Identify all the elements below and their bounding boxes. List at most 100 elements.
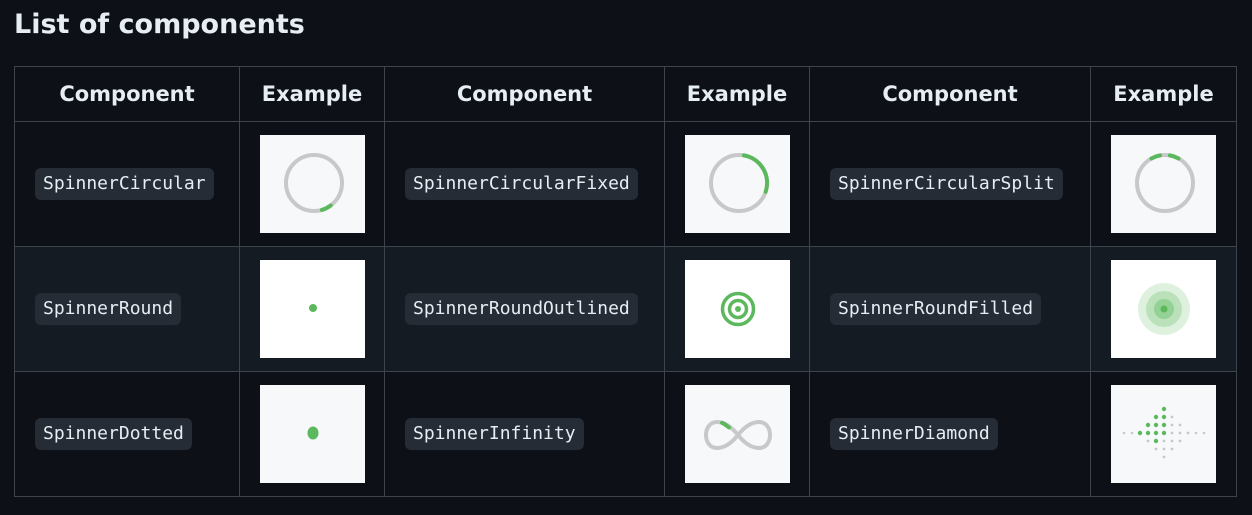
spinner-dot — [1146, 439, 1150, 443]
spinner-dot-active — [1145, 430, 1151, 436]
spinner-dot — [1178, 439, 1182, 443]
example-cell — [664, 246, 810, 372]
example-cell — [1090, 121, 1237, 247]
spinner-dot — [1162, 439, 1166, 443]
spinner-dotted-icon — [307, 426, 318, 440]
spinner-dot-active — [1153, 422, 1159, 428]
spinner-dot — [1194, 431, 1198, 435]
component-name-spinner-round-outlined: SpinnerRoundOutlined — [405, 293, 638, 325]
column-header-example: Example — [1090, 66, 1237, 122]
spinner-dot — [1122, 431, 1126, 435]
example-cell — [239, 371, 385, 497]
example-cell — [239, 121, 385, 247]
spinner-dot — [1160, 305, 1168, 313]
component-name-cell: SpinnerRoundOutlined — [384, 246, 665, 372]
table-row: SpinnerDotted SpinnerInfinity — [14, 371, 1237, 497]
spinner-circular-fixed-example — [684, 135, 790, 233]
spinner-dot-active — [1161, 414, 1167, 420]
spinner-track — [1135, 153, 1195, 213]
spinner-infinity-icon — [703, 419, 772, 451]
spinner-ring-inner — [727, 298, 748, 320]
spinner-arc — [719, 420, 731, 430]
spinner-dot — [734, 306, 741, 312]
spinner-infinity-example — [684, 385, 790, 483]
spinner-dot — [1202, 431, 1206, 435]
component-name-spinner-infinity: SpinnerInfinity — [405, 418, 584, 450]
spinner-round-icon — [308, 304, 317, 312]
spinner-dot — [308, 304, 317, 312]
component-name-cell: SpinnerCircularSplit — [809, 121, 1091, 247]
example-cell — [664, 371, 810, 497]
spinner-dot — [1170, 439, 1174, 443]
spinner-dot-active — [1153, 414, 1159, 420]
component-name-spinner-round: SpinnerRound — [35, 293, 182, 325]
spinner-dotted-example — [259, 385, 365, 483]
spinner-circular-split-example — [1111, 135, 1216, 233]
component-name-cell: SpinnerRoundFilled — [809, 246, 1091, 372]
spinner-arc — [741, 153, 769, 194]
spinner-round-outlined-icon — [720, 291, 755, 327]
table-row: SpinnerCircular SpinnerCircularFixed — [14, 121, 1237, 247]
spinner-dot — [1162, 455, 1166, 459]
spinner-dot — [1178, 431, 1182, 435]
component-name-spinner-round-filled: SpinnerRoundFilled — [830, 293, 1042, 325]
spinner-dot — [1186, 431, 1190, 435]
table-header-row: Component Example Component Example Comp… — [14, 66, 1237, 122]
spinner-circular-example — [259, 135, 365, 233]
spinner-round-filled-example — [1111, 260, 1216, 358]
column-header-component: Component — [384, 66, 665, 122]
table-row: SpinnerRound SpinnerRoundOutlined — [14, 246, 1237, 372]
component-name-spinner-circular-fixed: SpinnerCircularFixed — [405, 168, 638, 200]
spinner-arc — [1149, 153, 1163, 161]
page-title: List of components — [14, 9, 305, 40]
spinner-dot — [1178, 423, 1182, 427]
spinner-dot-active — [1153, 438, 1159, 444]
spinner-circular-icon — [283, 153, 344, 213]
example-cell — [664, 121, 810, 247]
column-header-component: Component — [809, 66, 1091, 122]
spinner-dot — [1170, 447, 1174, 451]
spinner-circular-split-icon — [1135, 153, 1195, 213]
component-name-cell: SpinnerCircularFixed — [384, 121, 665, 247]
spinner-track — [703, 419, 772, 451]
spinner-diamond-dots — [1122, 406, 1206, 459]
spinner-dot-active — [1153, 430, 1159, 436]
spinner-circular-fixed-icon — [708, 153, 769, 213]
spinner-dot — [1130, 431, 1134, 435]
component-name-cell: SpinnerCircular — [14, 121, 240, 247]
component-name-cell: SpinnerInfinity — [384, 371, 665, 497]
spinner-dot — [307, 426, 318, 440]
spinner-dot-active — [1145, 422, 1151, 428]
component-name-cell: SpinnerDotted — [14, 371, 240, 497]
spinner-round-example — [259, 260, 365, 358]
spinner-arc — [1167, 153, 1181, 161]
spinner-arc — [319, 203, 333, 212]
spinner-dot-active — [1161, 422, 1167, 428]
components-table: Component Example Component Example Comp… — [14, 66, 1237, 497]
spinner-dot-active — [1161, 430, 1167, 436]
component-name-spinner-circular-split: SpinnerCircularSplit — [830, 168, 1063, 200]
column-header-component: Component — [14, 66, 240, 122]
spinner-dot-active — [1137, 430, 1143, 436]
spinner-dot — [1170, 423, 1174, 427]
example-cell — [1090, 371, 1237, 497]
example-cell — [239, 246, 385, 372]
component-name-spinner-diamond: SpinnerDiamond — [830, 418, 998, 450]
spinner-dot — [1170, 431, 1174, 435]
spinner-round-outlined-example — [684, 260, 790, 358]
spinner-dot — [1154, 447, 1158, 451]
spinner-dot — [1170, 415, 1174, 419]
spinner-dot — [1162, 447, 1166, 451]
component-name-cell: SpinnerDiamond — [809, 371, 1091, 497]
column-header-example: Example — [664, 66, 810, 122]
spinner-ring-outer — [720, 291, 755, 327]
spinner-diamond-example — [1111, 385, 1216, 483]
spinner-track — [283, 153, 344, 213]
column-header-example: Example — [239, 66, 385, 122]
component-name-spinner-dotted: SpinnerDotted — [35, 418, 192, 450]
spinner-round-filled-icon — [1138, 283, 1190, 335]
example-cell — [1090, 246, 1237, 372]
component-name-cell: SpinnerRound — [14, 246, 240, 372]
component-name-spinner-circular: SpinnerCircular — [35, 168, 214, 200]
